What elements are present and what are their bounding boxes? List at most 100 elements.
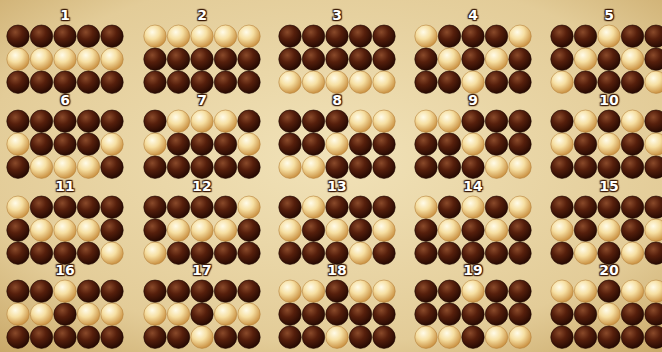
lit-ball bbox=[485, 326, 507, 348]
lit-ball bbox=[598, 219, 620, 241]
lit-ball bbox=[415, 25, 437, 47]
dark-ball bbox=[167, 156, 189, 178]
dark-ball bbox=[373, 196, 395, 218]
dark-ball bbox=[279, 110, 301, 132]
dark-ball bbox=[214, 48, 236, 70]
lit-ball bbox=[645, 71, 662, 93]
lit-ball bbox=[238, 25, 260, 47]
dark-ball bbox=[598, 110, 620, 132]
lit-ball bbox=[238, 196, 260, 218]
dark-ball bbox=[30, 71, 52, 93]
dark-ball bbox=[574, 303, 596, 325]
lit-ball bbox=[509, 196, 531, 218]
dark-ball bbox=[77, 242, 99, 264]
dark-ball bbox=[214, 156, 236, 178]
dark-ball bbox=[551, 156, 573, 178]
lit-ball bbox=[438, 219, 460, 241]
lit-ball bbox=[302, 71, 324, 93]
dark-ball bbox=[238, 242, 260, 264]
dark-ball bbox=[167, 133, 189, 155]
lit-ball bbox=[191, 25, 213, 47]
dark-ball bbox=[101, 196, 123, 218]
lit-ball bbox=[645, 133, 662, 155]
dark-ball bbox=[302, 110, 324, 132]
payline-number: 6 bbox=[60, 93, 70, 107]
dark-ball bbox=[349, 219, 371, 241]
dark-ball bbox=[621, 25, 643, 47]
lit-ball bbox=[326, 219, 348, 241]
lit-ball bbox=[645, 219, 662, 241]
dark-ball bbox=[621, 133, 643, 155]
dark-ball bbox=[598, 48, 620, 70]
dark-ball bbox=[574, 326, 596, 348]
lit-ball bbox=[30, 48, 52, 70]
lit-ball bbox=[326, 326, 348, 348]
dark-ball bbox=[54, 133, 76, 155]
dark-ball bbox=[77, 326, 99, 348]
payline-number: 11 bbox=[55, 179, 74, 193]
dark-ball bbox=[574, 219, 596, 241]
lit-ball bbox=[238, 303, 260, 325]
lit-ball bbox=[415, 110, 437, 132]
dark-ball bbox=[238, 326, 260, 348]
payline-number: 4 bbox=[468, 8, 478, 22]
lit-ball bbox=[101, 133, 123, 155]
dark-ball bbox=[598, 196, 620, 218]
dark-ball bbox=[438, 156, 460, 178]
dark-ball bbox=[144, 156, 166, 178]
dark-ball bbox=[238, 48, 260, 70]
dark-ball bbox=[30, 326, 52, 348]
lit-ball bbox=[551, 71, 573, 93]
dark-ball bbox=[101, 25, 123, 47]
dark-ball bbox=[438, 25, 460, 47]
lit-ball bbox=[7, 48, 29, 70]
dark-ball bbox=[214, 280, 236, 302]
dark-ball bbox=[574, 156, 596, 178]
lit-ball bbox=[214, 219, 236, 241]
dark-ball bbox=[645, 156, 662, 178]
dark-ball bbox=[462, 156, 484, 178]
dark-ball bbox=[54, 71, 76, 93]
dark-ball bbox=[191, 133, 213, 155]
dark-ball bbox=[54, 196, 76, 218]
lit-ball bbox=[214, 25, 236, 47]
lit-ball bbox=[77, 48, 99, 70]
dark-ball bbox=[77, 25, 99, 47]
dark-ball bbox=[621, 303, 643, 325]
dark-ball bbox=[144, 110, 166, 132]
dark-ball bbox=[30, 25, 52, 47]
lit-ball bbox=[598, 303, 620, 325]
lit-ball bbox=[144, 242, 166, 264]
dark-ball bbox=[191, 303, 213, 325]
payline-number: 18 bbox=[327, 263, 346, 277]
lit-ball bbox=[279, 156, 301, 178]
dark-ball bbox=[302, 303, 324, 325]
lit-ball bbox=[438, 48, 460, 70]
lit-ball bbox=[326, 133, 348, 155]
dark-ball bbox=[485, 71, 507, 93]
dark-ball bbox=[326, 196, 348, 218]
lit-ball bbox=[101, 48, 123, 70]
dark-ball bbox=[214, 196, 236, 218]
dark-ball bbox=[645, 196, 662, 218]
dark-ball bbox=[438, 71, 460, 93]
lit-ball bbox=[101, 242, 123, 264]
lit-ball bbox=[373, 71, 395, 93]
dark-ball bbox=[54, 110, 76, 132]
lit-ball bbox=[326, 71, 348, 93]
lit-ball bbox=[462, 280, 484, 302]
lit-ball bbox=[645, 280, 662, 302]
dark-ball bbox=[509, 110, 531, 132]
lit-ball bbox=[485, 219, 507, 241]
dark-ball bbox=[54, 242, 76, 264]
payline-number: 10 bbox=[599, 93, 618, 107]
dark-ball bbox=[302, 326, 324, 348]
dark-ball bbox=[373, 156, 395, 178]
dark-ball bbox=[598, 242, 620, 264]
dark-ball bbox=[574, 71, 596, 93]
payline-number: 17 bbox=[192, 263, 211, 277]
dark-ball bbox=[551, 326, 573, 348]
dark-ball bbox=[191, 71, 213, 93]
payline-number: 5 bbox=[604, 8, 614, 22]
